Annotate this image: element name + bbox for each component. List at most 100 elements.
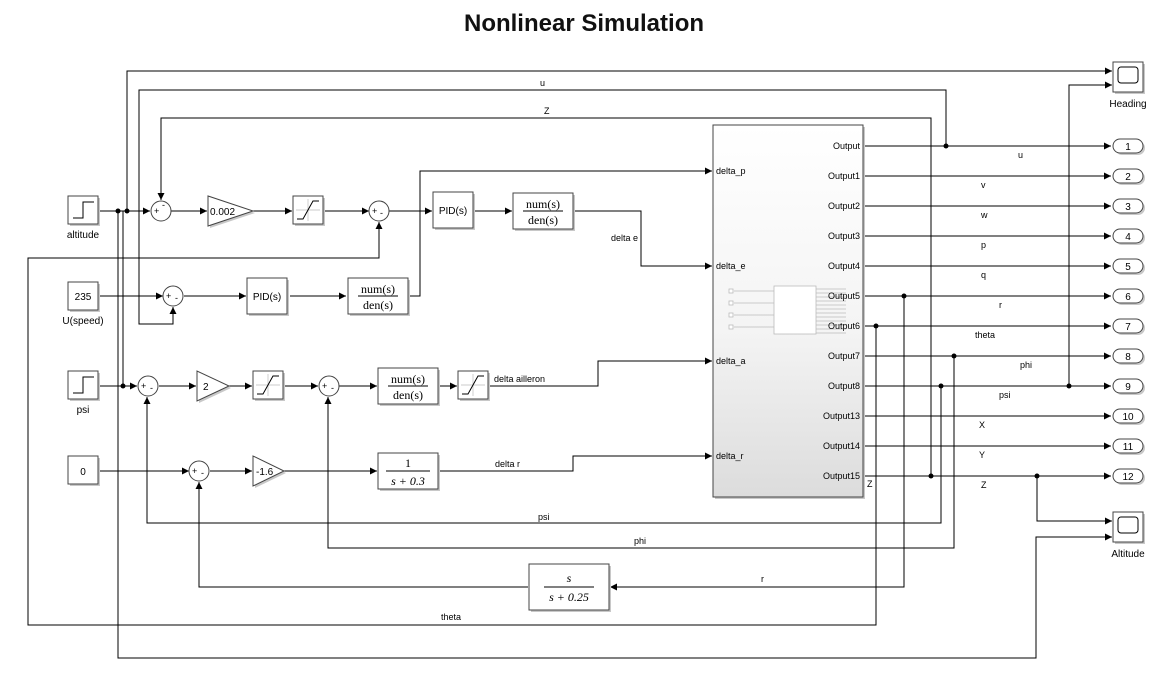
svg-text:-: - [331, 383, 334, 393]
signal-label-X: X [979, 420, 985, 430]
outport-3[interactable]: 3 [1112, 198, 1145, 215]
signal-label-theta: theta [975, 330, 995, 340]
altitude-label: altitude [67, 230, 100, 241]
input-port-delta-a: delta_a [716, 356, 746, 366]
speed-constant-block[interactable]: 235 U(speed) [62, 281, 104, 327]
step-icon [73, 201, 94, 219]
signal-label-delta-r: delta r [495, 459, 520, 469]
output-port-1: Output [833, 141, 861, 151]
sum-altitude[interactable]: + - [150, 200, 172, 222]
outport-number: 9 [1125, 382, 1131, 393]
outport-12[interactable]: 12 [1112, 468, 1145, 485]
saturation-aileron[interactable] [457, 370, 490, 401]
outport-8[interactable]: 8 [1112, 348, 1145, 365]
svg-text:+: + [166, 291, 171, 301]
gain-yaw[interactable]: -1.6 [252, 455, 286, 488]
signal-label-Z: Z [981, 480, 987, 490]
signal-label-q: q [981, 270, 986, 280]
zero-value: 0 [80, 467, 86, 478]
signal-label-w: w [980, 210, 988, 220]
signal-label-phi: phi [1020, 360, 1032, 370]
svg-text:den(s): den(s) [393, 388, 423, 402]
sum-psi[interactable]: + - [137, 375, 159, 397]
signal-label-psi: psi [999, 390, 1011, 400]
outport-7[interactable]: 7 [1112, 318, 1145, 335]
gain-psi[interactable]: 2 [196, 370, 231, 403]
svg-text:s + 0.3: s + 0.3 [391, 474, 425, 488]
signal-label-r-feedback: r [761, 574, 764, 584]
signal-label-u: u [540, 78, 545, 88]
wires [27, 67, 1112, 659]
signal-label-Y: Y [979, 450, 985, 460]
saturation-icon [257, 375, 279, 395]
signal-label-z: Z [544, 106, 550, 116]
outport-4[interactable]: 4 [1112, 228, 1145, 245]
altitude-step-block[interactable]: altitude [67, 195, 100, 241]
output-port-4: Output3 [828, 231, 860, 241]
output-port-9: Output8 [828, 381, 860, 391]
tf-aileron[interactable]: num(s) den(s) [377, 367, 440, 406]
aircraft-subsystem[interactable]: delta_p delta_e delta_a delta_r OutputOu… [712, 124, 865, 499]
outport-11[interactable]: 11 [1112, 438, 1145, 455]
saturation-altitude[interactable] [292, 195, 325, 226]
zero-constant-block[interactable]: 0 [67, 455, 100, 486]
outport-number: 5 [1125, 262, 1131, 273]
outport-6[interactable]: 6 [1112, 288, 1145, 305]
output-port-7: Output6 [828, 321, 860, 331]
psi-label: psi [77, 405, 90, 416]
signal-label-v: v [981, 180, 986, 190]
heading-scope[interactable]: Heading [1109, 61, 1147, 110]
signal-label-z-sub: Z [867, 479, 873, 489]
svg-text:den(s): den(s) [363, 298, 393, 312]
output-port-10: Output13 [823, 411, 860, 421]
outport-number: 8 [1125, 352, 1131, 363]
svg-text:-: - [380, 208, 383, 218]
altitude-scope-label: Altitude [1111, 549, 1145, 560]
outport-5[interactable]: 5 [1112, 258, 1145, 275]
output-port-6: Output5 [828, 291, 860, 301]
sum-phi[interactable]: + - [318, 375, 340, 397]
signal-label-delta-aileron: delta ailleron [494, 374, 545, 384]
svg-text:-: - [175, 293, 178, 303]
tf-rudder[interactable]: 1 s + 0.3 [377, 452, 440, 491]
svg-text:+: + [322, 381, 327, 391]
pid-speed[interactable]: PID(s) [246, 277, 289, 316]
outport-2[interactable]: 2 [1112, 168, 1145, 185]
speed-value: 235 [75, 292, 92, 303]
signal-label-phi-feedback: phi [634, 536, 646, 546]
svg-text:PID(s): PID(s) [439, 206, 467, 217]
outport-number: 3 [1125, 202, 1131, 213]
tf-speed[interactable]: num(s) den(s) [347, 277, 410, 316]
outport-1[interactable]: 1 [1112, 138, 1145, 155]
outport-number: 4 [1125, 232, 1131, 243]
sum-speed[interactable]: + - [162, 285, 184, 307]
outport-9[interactable]: 9 [1112, 378, 1145, 395]
input-port-delta-r: delta_r [716, 451, 744, 461]
svg-text:num(s): num(s) [361, 282, 395, 296]
svg-text:2: 2 [203, 382, 209, 393]
sum-yaw[interactable]: + - [188, 460, 210, 482]
signal-labels: u Z delta e delta ailleron delta r psi p… [441, 78, 1032, 622]
outport-10[interactable]: 10 [1112, 408, 1145, 425]
altitude-scope[interactable]: Altitude [1111, 511, 1145, 560]
svg-text:+: + [141, 381, 146, 391]
signal-label-theta-feedback: theta [441, 612, 461, 622]
gain-altitude[interactable]: 0.002 [207, 195, 255, 228]
saturation-psi[interactable] [252, 370, 285, 401]
psi-step-block[interactable]: psi [67, 370, 100, 416]
output-port-2: Output1 [828, 171, 860, 181]
sum-pitch[interactable]: + - [368, 200, 390, 222]
tf-washout[interactable]: s s + 0.25 [528, 563, 611, 612]
scope-icon [1117, 516, 1139, 534]
outport-number: 11 [1123, 442, 1134, 453]
subsystem-icon [728, 285, 846, 335]
tf-pitch[interactable]: num(s) den(s) [512, 192, 575, 231]
svg-text:s: s [567, 571, 572, 585]
output-port-3: Output2 [828, 201, 860, 211]
signal-label-psi-feedback: psi [538, 512, 550, 522]
pid-pitch[interactable]: PID(s) [432, 191, 475, 230]
outport-number: 1 [1125, 142, 1131, 153]
output-port-8: Output7 [828, 351, 860, 361]
output-port-5: Output4 [828, 261, 860, 271]
